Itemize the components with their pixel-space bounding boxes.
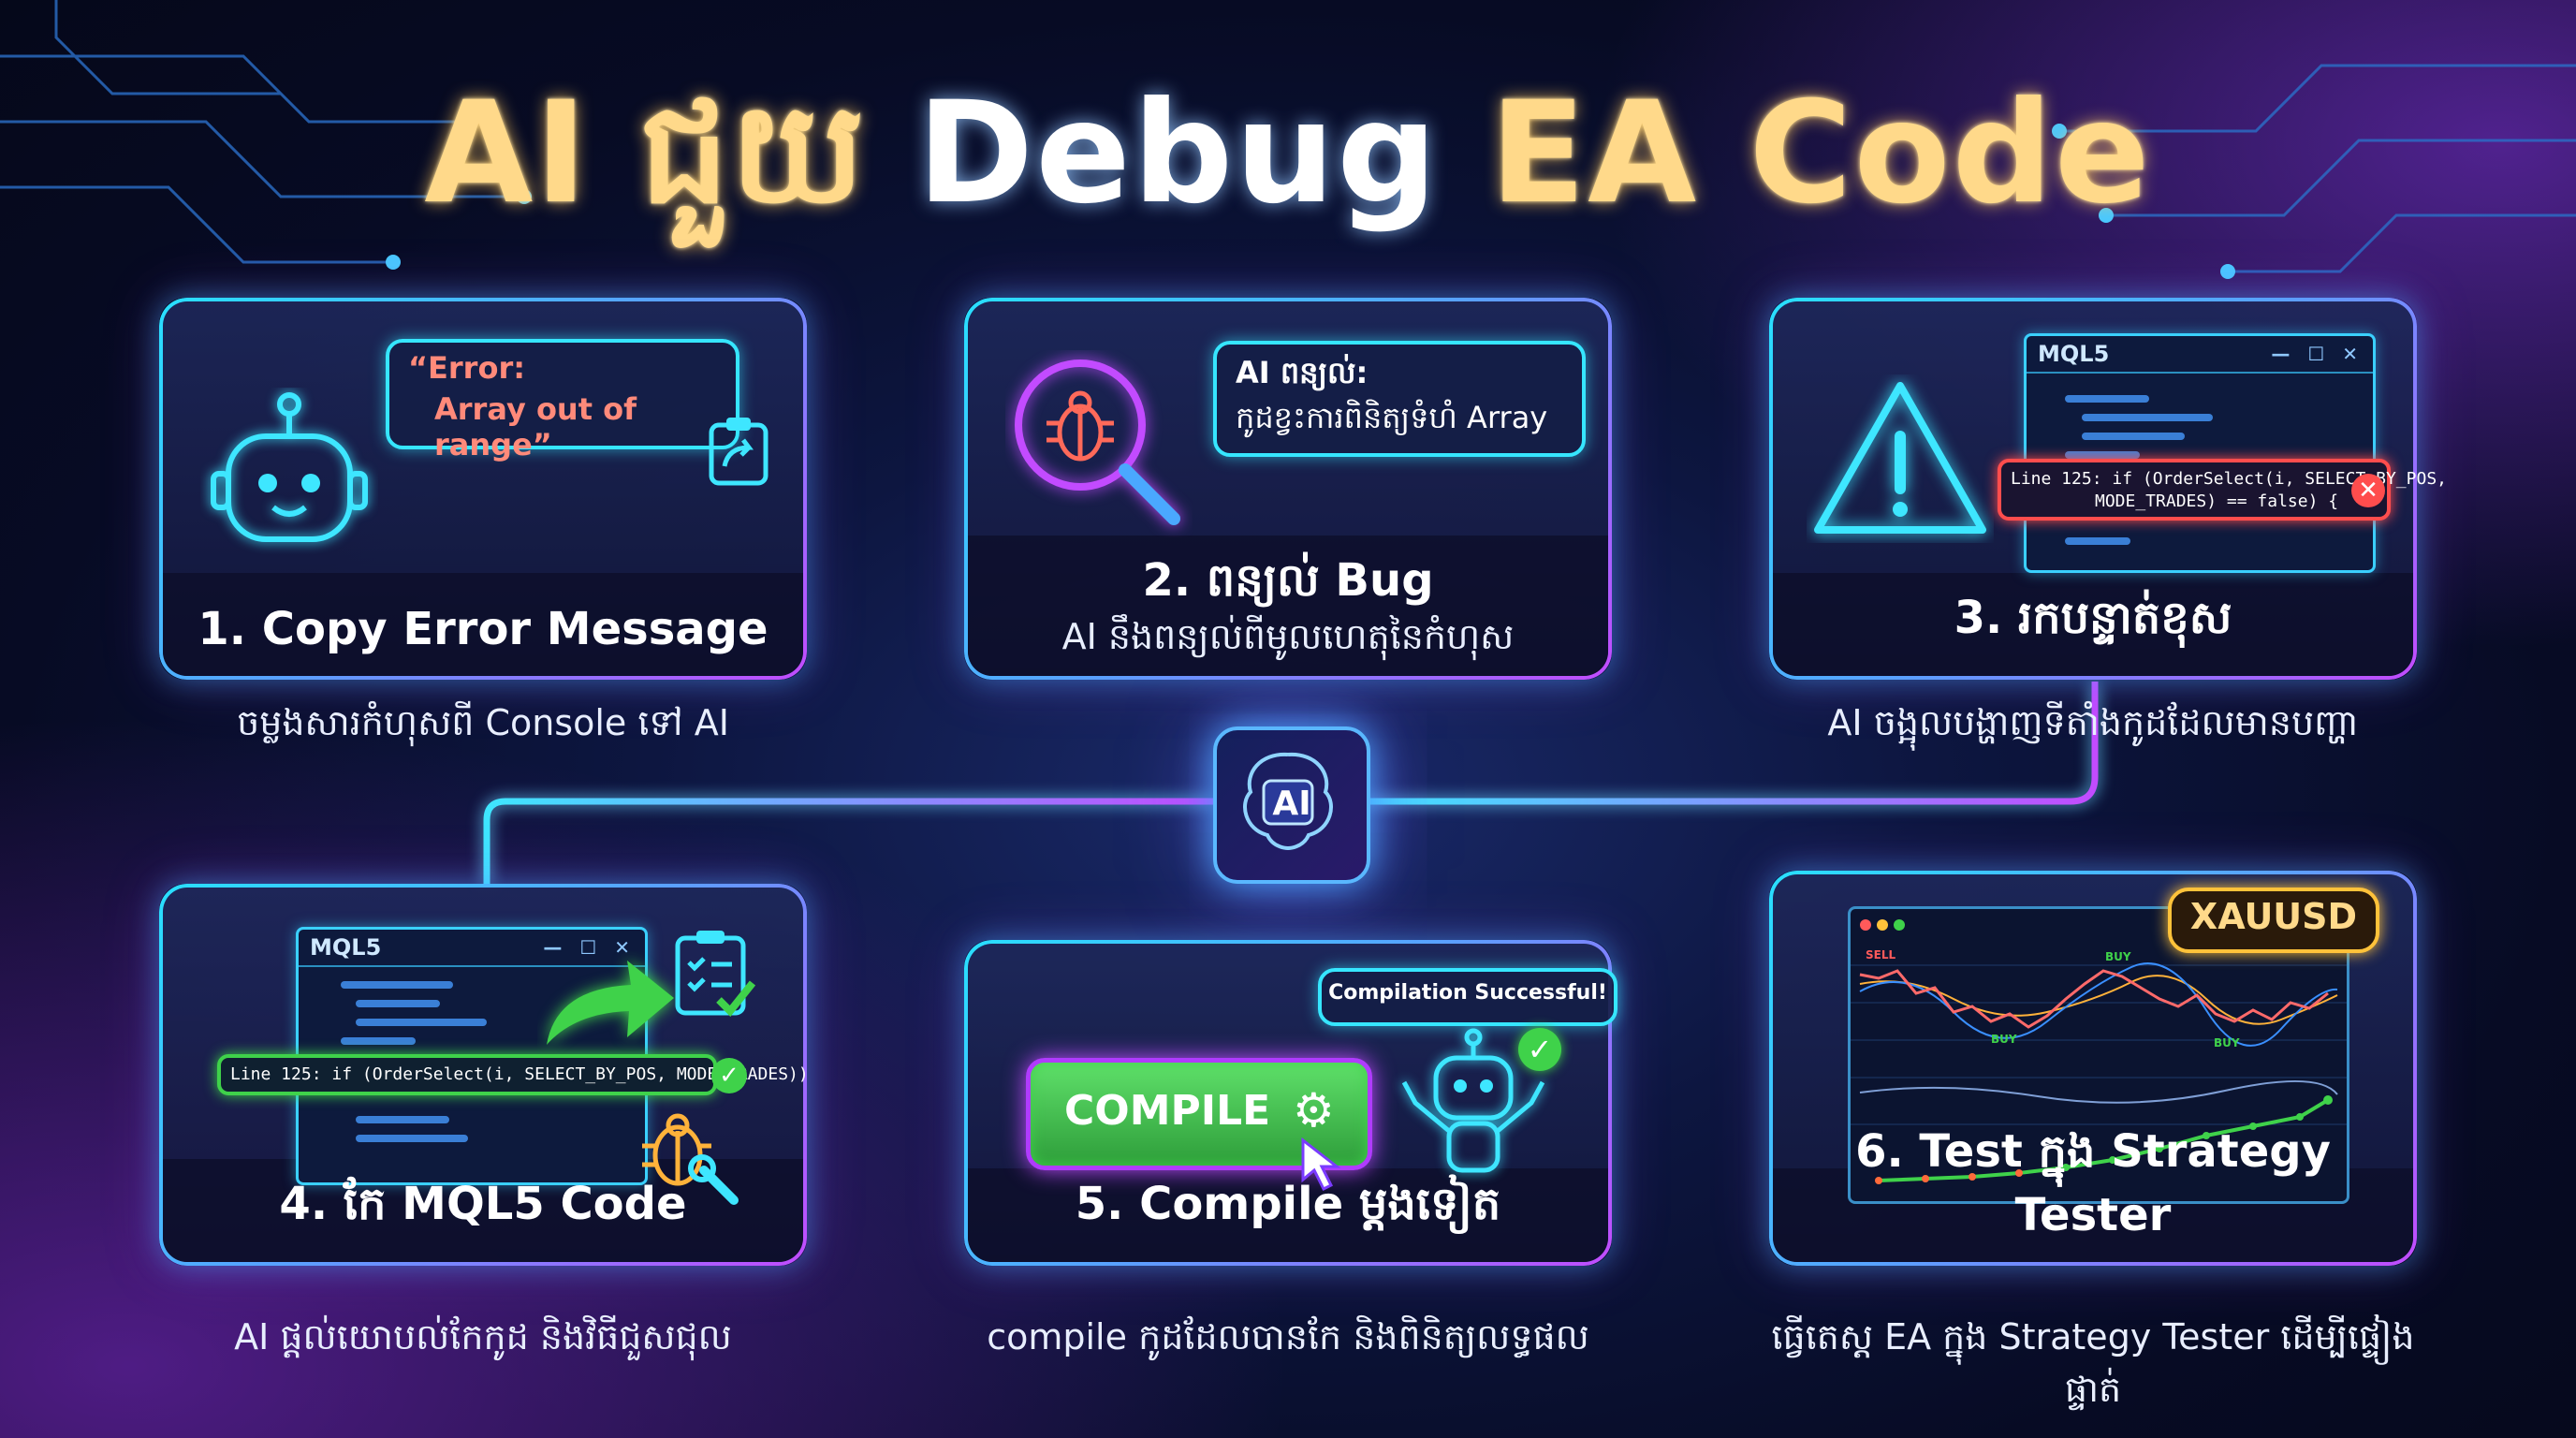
- step-5-label: 5. Compile ម្តងទៀត: [1075, 1178, 1501, 1230]
- code-line: [341, 1037, 416, 1045]
- window-dots: [1860, 917, 1905, 934]
- check-circle-icon: ✓: [711, 1058, 747, 1093]
- editor-window-title: MQL5: [2038, 341, 2110, 367]
- green-arrow-icon: [547, 961, 674, 1045]
- code-line: [341, 981, 453, 989]
- code-line: [2065, 537, 2130, 545]
- explanation-title: AI ពន្យល់:: [1236, 355, 1368, 390]
- gear-icon: ⚙: [1293, 1083, 1335, 1137]
- code-line: [2065, 451, 2140, 459]
- ai-hub-label: AI: [1272, 785, 1311, 823]
- error-speech-bubble: “Error: Array out of range”: [386, 339, 739, 462]
- compile-success-text: Compilation Successful!: [1328, 981, 1607, 1005]
- step-6-label: 6. Test ក្នុង Strategy Tester: [1855, 1125, 2331, 1241]
- brain-chip-icon: [1243, 752, 1333, 850]
- step-6-card: SELL BUY BUY BUY XAUUSD 6. Test ក្នុង St…: [1769, 871, 2417, 1266]
- robot-success-icon: [1401, 1028, 1545, 1173]
- step-5-footer: [968, 1168, 1608, 1262]
- step-3-card: MQL5 — ☐ ✕ Line 125: if (OrderSelect(i, S…: [1769, 298, 2447, 680]
- step-2-footer: [968, 536, 1608, 676]
- title-part-ea-code: EA Code: [1489, 72, 2152, 235]
- explanation-body: កូដខ្វះការពិនិត្យទំហំ Array: [1236, 400, 1548, 435]
- error-line-highlight: Line 125: if (OrderSelect(i, SELECT_BY_P…: [1998, 459, 2447, 521]
- error-x-icon: ✕: [2351, 474, 2385, 507]
- compile-success-bubble: Compilation Successful!: [1318, 968, 1617, 1026]
- bug-magnifier-icon: [1015, 360, 1180, 525]
- code-line: [2082, 414, 2213, 421]
- price-chart: [1851, 962, 2347, 1184]
- step-2-label: 2. ពន្យល់ Bug: [1142, 554, 1434, 607]
- error-line-text-2: MODE_TRADES) == false) {: [2095, 492, 2339, 511]
- ai-hub: AI: [1213, 726, 1370, 884]
- window-controls[interactable]: — ☐ ✕: [543, 936, 636, 959]
- code-line: [2082, 433, 2185, 440]
- title-part-ai: AI ជួយ: [424, 72, 917, 235]
- page-title: AI ជួយ Debug EA Code: [0, 66, 2576, 271]
- symbol-badge-text: XAUUSD: [2189, 896, 2358, 937]
- warning-icon: [1814, 382, 1986, 534]
- code-line: [356, 1116, 449, 1123]
- title-part-debug: Debug: [916, 72, 1490, 235]
- buy-signal-label: BUY: [2214, 1036, 2240, 1049]
- code-line: [356, 1000, 440, 1007]
- step-5-caption: compile កូដដែលបានកែ និងពិនិត្យលទ្ធផល: [987, 1316, 1589, 1357]
- symbol-badge: XAUUSD: [2168, 888, 2379, 953]
- fixed-line-text: Line 125: if (OrderSelect(i, SELECT_BY_P…: [230, 1064, 809, 1084]
- code-line: [356, 1019, 487, 1026]
- step-5-card: Compilation Successful! COMPILE ⚙ ✓ 5. C…: [964, 940, 1617, 1266]
- step-4-label: 4. កែ MQL5 Code: [279, 1178, 687, 1230]
- error-line-text-1: Line 125: if (OrderSelect(i, SELECT_BY_P…: [2011, 469, 2447, 489]
- step-1-caption: ចម្លងសារកំហុសពី Console ទៅ AI: [237, 702, 729, 743]
- buy-signal-label: BUY: [1991, 1033, 2017, 1046]
- step-1-footer: [163, 573, 803, 676]
- code-line: [2065, 395, 2149, 403]
- step-1-label: 1. Copy Error Message: [198, 603, 768, 655]
- cursor-icon: [1301, 1137, 1341, 1192]
- step-3-footer: [1773, 573, 2413, 676]
- bug-wrench-icon: [642, 1113, 739, 1205]
- sell-signal-label: SELL: [1866, 948, 1896, 961]
- explanation-speech-bubble: AI ពន្យល់: កូដខ្វះការពិនិត្យទំហំ Array: [1213, 341, 1586, 457]
- step-2-card: AI ពន្យល់: កូដខ្វះការពិនិត្យទំហំ Array 2…: [964, 298, 1612, 680]
- checklist-icon: [675, 931, 756, 1017]
- compile-button-label: COMPILE: [1064, 1087, 1271, 1135]
- code-line: [356, 1135, 468, 1142]
- window-controls[interactable]: — ☐ ✕: [2271, 343, 2364, 365]
- step-6-caption: ធ្វើតេស្ត EA ក្នុង Strategy Tester ដើម្ប…: [1771, 1316, 2415, 1410]
- editor-window-title: MQL5: [310, 934, 382, 961]
- step-3-label: 3. រកបន្ទាត់ខុស: [1954, 592, 2232, 644]
- buy-signal-label: BUY: [2105, 950, 2131, 963]
- robot-icon: [211, 392, 368, 542]
- step-2-sub: AI នឹងពន្យល់ពីមូលហេតុនៃកំហុស: [1061, 616, 1515, 657]
- success-check-icon: ✓: [1518, 1028, 1561, 1071]
- step-3-caption: AI ចង្អុលបង្ហាញទីតាំងកូដដែលមានបញ្ហា: [1827, 702, 2359, 743]
- error-text-line2: Array out of range”: [434, 391, 637, 462]
- step-1-card: “Error: Array out of range” 1. Copy Erro…: [159, 298, 807, 680]
- fixed-line-highlight: Line 125: if (OrderSelect(i, SELECT_BY_P…: [217, 1054, 809, 1095]
- step-4-card: MQL5 — ☐ ✕ Line 125: if (OrderSelect(i, S…: [159, 884, 809, 1266]
- clipboard-share-icon: [709, 418, 768, 486]
- step-4-caption: AI ផ្តល់យោបល់កែកូដ និងវិធីជួសជុល: [234, 1316, 732, 1357]
- error-text-line1: “Error:: [408, 350, 526, 386]
- strategy-tester-window: SELL BUY BUY BUY: [1848, 906, 2349, 1204]
